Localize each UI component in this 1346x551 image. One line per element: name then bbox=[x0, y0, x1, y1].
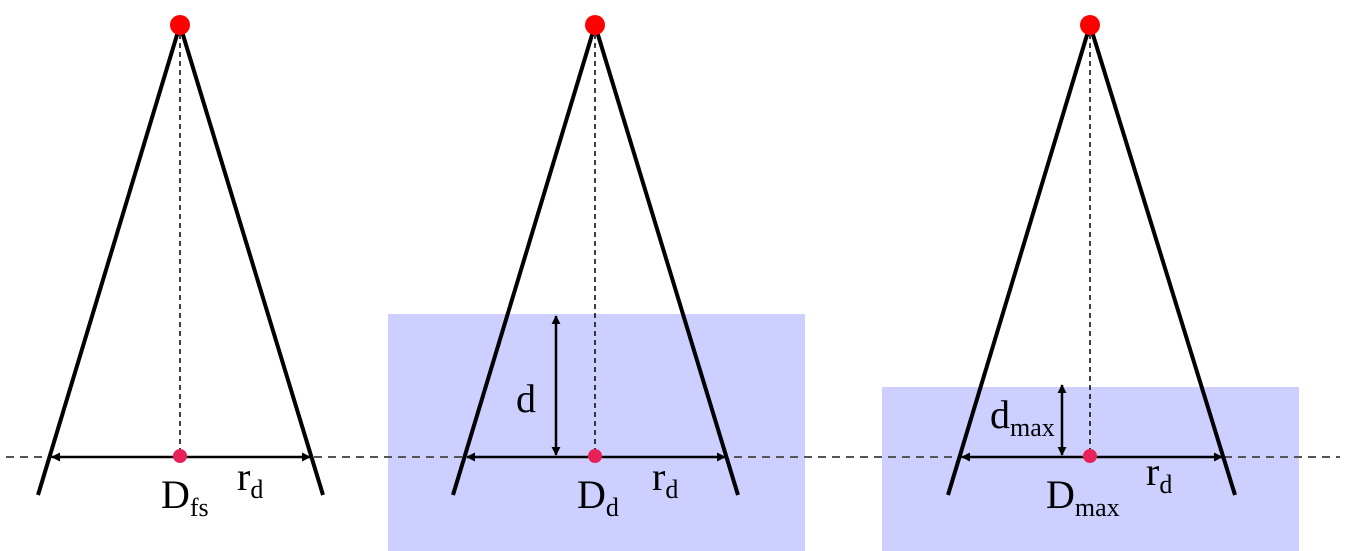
radius-label: rd bbox=[1146, 449, 1172, 499]
measurement-point bbox=[1083, 449, 1097, 463]
source-point bbox=[585, 15, 605, 35]
depth-label: dmax bbox=[990, 392, 1055, 442]
radius-label: rd bbox=[237, 454, 263, 504]
panel-free-space: Dfs rd bbox=[36, 15, 325, 522]
panel-at-depth: d Dd rd bbox=[451, 15, 740, 522]
water-phantom-panel-2 bbox=[388, 314, 805, 551]
beam-edge-left bbox=[946, 24, 1092, 496]
source-point bbox=[170, 15, 190, 35]
measurement-point bbox=[173, 449, 187, 463]
point-label: Dfs bbox=[161, 472, 209, 522]
beam-edge-left bbox=[36, 24, 182, 496]
panel-at-max-depth: dmax Dmax rd bbox=[946, 15, 1237, 522]
beam-edge-right bbox=[178, 24, 325, 496]
point-label: Dd bbox=[577, 472, 619, 522]
water-phantom-panel-3 bbox=[882, 387, 1299, 551]
depth-label: d bbox=[516, 376, 536, 421]
source-point bbox=[1080, 15, 1100, 35]
radius-label: rd bbox=[652, 454, 678, 504]
point-label: Dmax bbox=[1046, 472, 1120, 522]
beam-edge-right bbox=[593, 24, 740, 496]
measurement-point bbox=[588, 449, 602, 463]
beam-edge-right bbox=[1088, 24, 1237, 496]
beam-edge-left bbox=[451, 24, 597, 496]
